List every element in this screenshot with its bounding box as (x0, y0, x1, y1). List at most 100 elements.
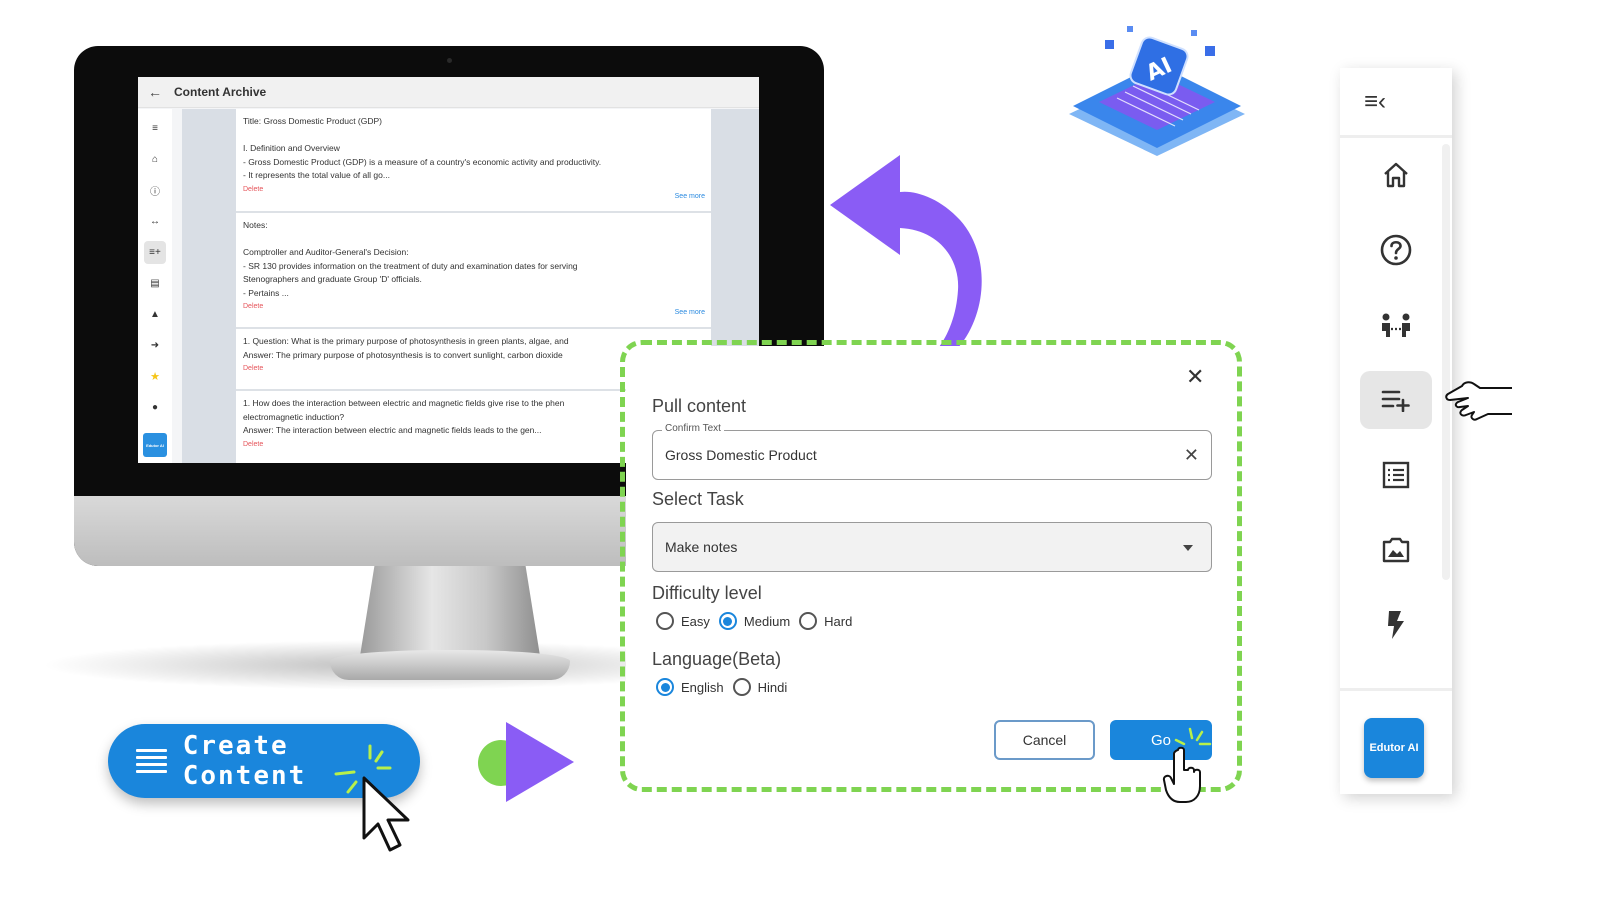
language-label: Language(Beta) (652, 649, 782, 669)
archive-card[interactable]: 1. Question: What is the primary purpose… (236, 329, 711, 391)
confirm-text-value: Gross Domestic Product (665, 447, 817, 463)
archive-card[interactable]: Title: Gross Domestic Product (GDP) I. D… (236, 109, 711, 213)
menu-collapse-icon[interactable]: ≡ (152, 123, 158, 134)
radio-easy[interactable] (656, 612, 674, 630)
playlist-add-icon (1381, 390, 1410, 412)
archive-card[interactable]: Notes: Comptroller and Auditor-General's… (236, 213, 711, 329)
confirm-text-legend: Confirm Text (662, 423, 724, 434)
flash-icon (1388, 611, 1404, 639)
card-line (243, 129, 704, 143)
sidebar-item-gallery[interactable] (1360, 521, 1432, 579)
edutor-ai-brand-button[interactable]: Edutor AI (1364, 718, 1424, 778)
menu-collapse-icon[interactable]: ≡‹ (1340, 68, 1452, 138)
playlist-add-icon[interactable]: ≡+ (144, 241, 166, 264)
difficulty-option-label: Easy (681, 613, 710, 629)
monitor-stand-neck (360, 566, 540, 656)
see-more-link[interactable]: See more (674, 308, 705, 316)
radio-hard[interactable] (799, 612, 818, 630)
right-sidebar: ≡‹ (1340, 68, 1452, 794)
mouse-cursor-icon (362, 776, 410, 852)
card-line: Stenographers and graduate Group 'D' off… (243, 274, 422, 284)
language-option-label: Hindi (757, 679, 788, 695)
go-click-spark-icon (1174, 727, 1212, 746)
sidebar-item-flash[interactable] (1360, 596, 1432, 654)
delete-link[interactable]: Delete (243, 365, 264, 372)
difficulty-option-label: Hard (824, 613, 853, 629)
image-icon (1382, 537, 1410, 563)
clear-icon[interactable]: ✕ (1183, 444, 1199, 465)
people-icon[interactable]: ↔ (150, 216, 160, 227)
click-spark-icon (334, 744, 392, 794)
home-icon (1384, 162, 1408, 188)
create-content-label: Create Content (182, 731, 307, 791)
card-line: Title: Gross Domestic Product (GDP) (243, 116, 383, 126)
radio-hindi[interactable] (732, 678, 751, 696)
flash-icon[interactable]: ➜ (150, 340, 160, 351)
help-icon[interactable]: ⓘ (150, 187, 160, 198)
sidebar-item-help[interactable] (1360, 221, 1432, 279)
difficulty-label: Difficulty level (652, 583, 762, 603)
star-icon[interactable]: ★ (150, 371, 160, 383)
sidebar-item-create-content[interactable] (1360, 371, 1432, 429)
page-title: Content Archive (174, 85, 267, 99)
list-icon[interactable]: ▤ (150, 278, 160, 289)
create-content-button[interactable]: Create Content (108, 724, 420, 798)
article-icon (136, 749, 167, 773)
language-option-english[interactable]: English (656, 678, 724, 696)
card-line (243, 233, 704, 247)
select-task-label: Select Task (652, 489, 744, 509)
card-line: I. Definition and Overview (243, 143, 340, 153)
sidebar-item-home[interactable] (1360, 146, 1432, 204)
sidebar-item-list[interactable] (1360, 446, 1432, 504)
app-screen: ← Content Archive ≡ ⌂ ⓘ ↔ ≡+ ▤ ▲ ➜ ★ ● E… (138, 77, 759, 463)
card-line: Notes: (243, 220, 268, 230)
dialog-highlight-frame (620, 340, 1242, 792)
screen-header: ← Content Archive (138, 77, 759, 108)
dialog-title: Pull content (652, 396, 747, 416)
card-line: electromagnetic induction? (243, 411, 345, 422)
people-icon (1382, 313, 1410, 337)
help-icon (1380, 234, 1412, 266)
play-arrow-graphic (506, 722, 574, 802)
select-task-value: Make notes (665, 539, 738, 555)
camera-dot (447, 58, 452, 63)
radio-medium[interactable] (718, 612, 737, 630)
mini-sidebar: ≡ ⌂ ⓘ ↔ ≡+ ▤ ▲ ➜ ★ ● Edutor AI (138, 109, 172, 463)
delete-link[interactable]: Delete (243, 185, 264, 193)
difficulty-option-easy[interactable]: Easy (656, 612, 710, 630)
cancel-button[interactable]: Cancel (994, 720, 1095, 760)
confirm-text-field[interactable]: Confirm Text Gross Domestic Product ✕ (652, 423, 1212, 480)
language-radio-group: English Hindi (656, 678, 796, 696)
card-line: - It represents the total value of all g… (243, 170, 390, 180)
go-button[interactable]: Go (1110, 720, 1212, 760)
home-icon[interactable]: ⌂ (151, 154, 159, 165)
close-icon[interactable]: ✕ (1186, 364, 1205, 389)
difficulty-option-medium[interactable]: Medium (718, 612, 791, 630)
language-option-label: English (681, 679, 724, 695)
dropdown-caret-icon (1183, 545, 1193, 551)
ai-chip-graphic: AI (1069, 26, 1245, 156)
difficulty-option-label: Medium (743, 613, 791, 629)
radio-english[interactable] (656, 678, 674, 696)
difficulty-option-hard[interactable]: Hard (799, 612, 852, 630)
mini-brand-logo[interactable]: Edutor AI (143, 433, 167, 457)
see-more-link[interactable]: See more (674, 192, 705, 200)
delete-link[interactable]: Delete (243, 303, 264, 310)
pointing-hand-left-icon (1445, 381, 1512, 421)
list-icon (1382, 461, 1410, 489)
difficulty-radio-group: Easy Medium Hard (656, 612, 861, 630)
select-task-dropdown[interactable]: Make notes (652, 522, 1212, 572)
card-line: 1. How does the interaction between elec… (243, 398, 565, 408)
image-icon[interactable]: ▲ (150, 309, 160, 320)
content-gutter-left (182, 109, 236, 463)
sidebar-item-people[interactable] (1360, 297, 1432, 355)
sidebar-scrollbar[interactable] (1442, 144, 1450, 580)
back-arrow-icon[interactable]: ← (148, 84, 162, 100)
account-icon[interactable]: ● (151, 402, 159, 413)
card-line: Comptroller and Auditor-General's Decisi… (243, 247, 409, 257)
delete-link[interactable]: Delete (243, 440, 264, 448)
curved-arrow-graphic (830, 155, 982, 380)
card-line: Answer: The primary purpose of photosynt… (243, 349, 563, 360)
language-option-hindi[interactable]: Hindi (732, 678, 788, 696)
card-line: - SR 130 provides information on the tre… (243, 260, 578, 271)
